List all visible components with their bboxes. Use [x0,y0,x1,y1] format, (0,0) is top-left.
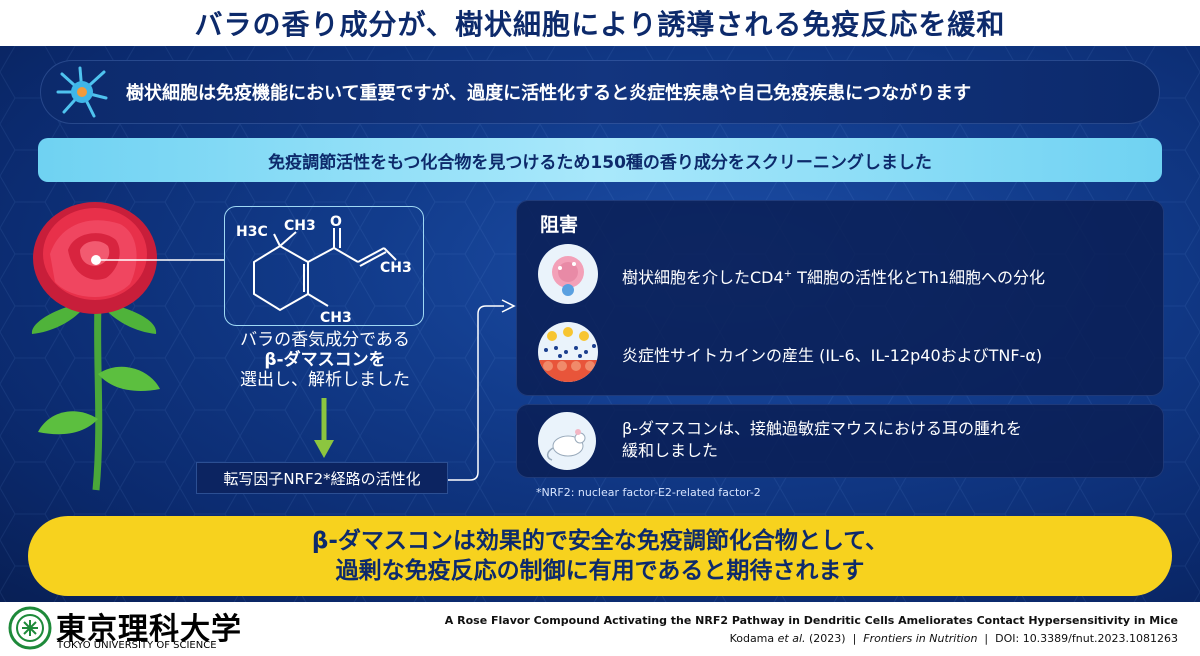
screening-text: 免疫調節活性をもつ化合物を見つけるため150種の香り成分をスクリーニングしました [268,152,932,173]
inhibition-title: 阻害 [540,214,579,236]
molecular-structure-box [224,206,424,326]
struct-label-ch3-right: CH3 [380,260,412,276]
dendritic-cell-icon [56,66,108,118]
citation: Kodama et al. (2023) | Frontiers in Nutr… [729,632,1178,645]
university-name-jp: 東京理科大学 [56,612,242,647]
mouse-result-panel: β-ダマスコンは、接触過敏症マウスにおける耳の腫れを 緩和しました [516,404,1164,478]
paper-title: A Rose Flavor Compound Activating the NR… [444,614,1178,627]
compound-description: バラの香気成分である β-ダマスコンを 選出し、解析しました [200,330,450,390]
beta-damascone-structure: H3C CH3 O CH3 CH3 [236,214,412,326]
struct-label-ch3-bottom: CH3 [320,310,352,326]
struct-label-oxygen: O [330,214,342,230]
conclusion-banner: β-ダマスコンは効果的で安全な免疫調節化合物として、 過剰な免疫反応の制御に有用… [28,516,1172,596]
conclusion-line: 過剰な免疫反応の制御に有用であると期待されます [335,558,865,584]
infographic-panel: 樹状細胞は免疫機能において重要ですが、過度に活性化すると炎症性疾患や自己免疫疾患… [0,46,1200,602]
struct-label-h3c: H3C [236,224,268,240]
rose-pointer-line [91,255,224,265]
nrf2-pathway-box: 転写因子NRF2*経路の活性化 [196,462,448,494]
nrf2-footnote: *NRF2: nuclear factor-E2-related factor-… [536,486,761,499]
inhibition-panel: 阻害 樹状細胞を介したCD4+ T細胞の活性化とTh1細胞への分化 炎症性サイト… [516,200,1164,396]
conclusion-line: β-ダマスコンは効果的で安全な免疫調節化合物として、 [311,528,889,554]
intro-text: 樹状細胞は免疫機能において重要ですが、過度に活性化すると炎症性疾患や自己免疫疾患… [126,83,972,104]
university-name-en: TOKYO UNIVERSITY OF SCIENCE [57,640,217,651]
compound-description-line: β-ダマスコンを [264,350,386,370]
inhibition-item-tcell: 樹状細胞を介したCD4+ T細胞の活性化とTh1細胞への分化 [622,268,1046,287]
screening-banner: 免疫調節活性をもつ化合物を見つけるため150種の香り成分をスクリーニングしました [38,138,1162,182]
mouse-result-line: 緩和しました [622,441,719,460]
intro-banner: 樹状細胞は免疫機能において重要ですが、過度に活性化すると炎症性疾患や自己免疫疾患… [40,60,1160,124]
dendritic-cell-tcell-icon [538,244,598,304]
page-title: バラの香り成分が、樹状細胞により誘導される免疫反応を緩和 [0,0,1200,46]
footer: 東京理科大学 TOKYO UNIVERSITY OF SCIENCE A Ros… [0,602,1200,656]
rose-illustration [31,202,160,491]
compound-description-line: バラの香気成分である [240,330,410,350]
cytokine-icon [538,322,598,382]
compound-description-line: 選出し、解析しました [240,370,410,390]
struct-label-ch3-top: CH3 [284,218,316,234]
connector-arrow-icon [448,299,516,481]
down-arrow-icon [314,398,334,458]
mouse-icon [538,412,596,470]
mouse-result-text: β-ダマスコンは、接触過敏症マウスにおける耳の腫れを 緩和しました [622,418,1022,462]
university-seal-icon [8,606,52,650]
inhibition-item-cytokine: 炎症性サイトカインの産生 (IL-6、IL-12p40およびTNF-α) [622,346,1043,365]
mouse-result-line: β-ダマスコンは、接触過敏症マウスにおける耳の腫れを [622,419,1022,438]
